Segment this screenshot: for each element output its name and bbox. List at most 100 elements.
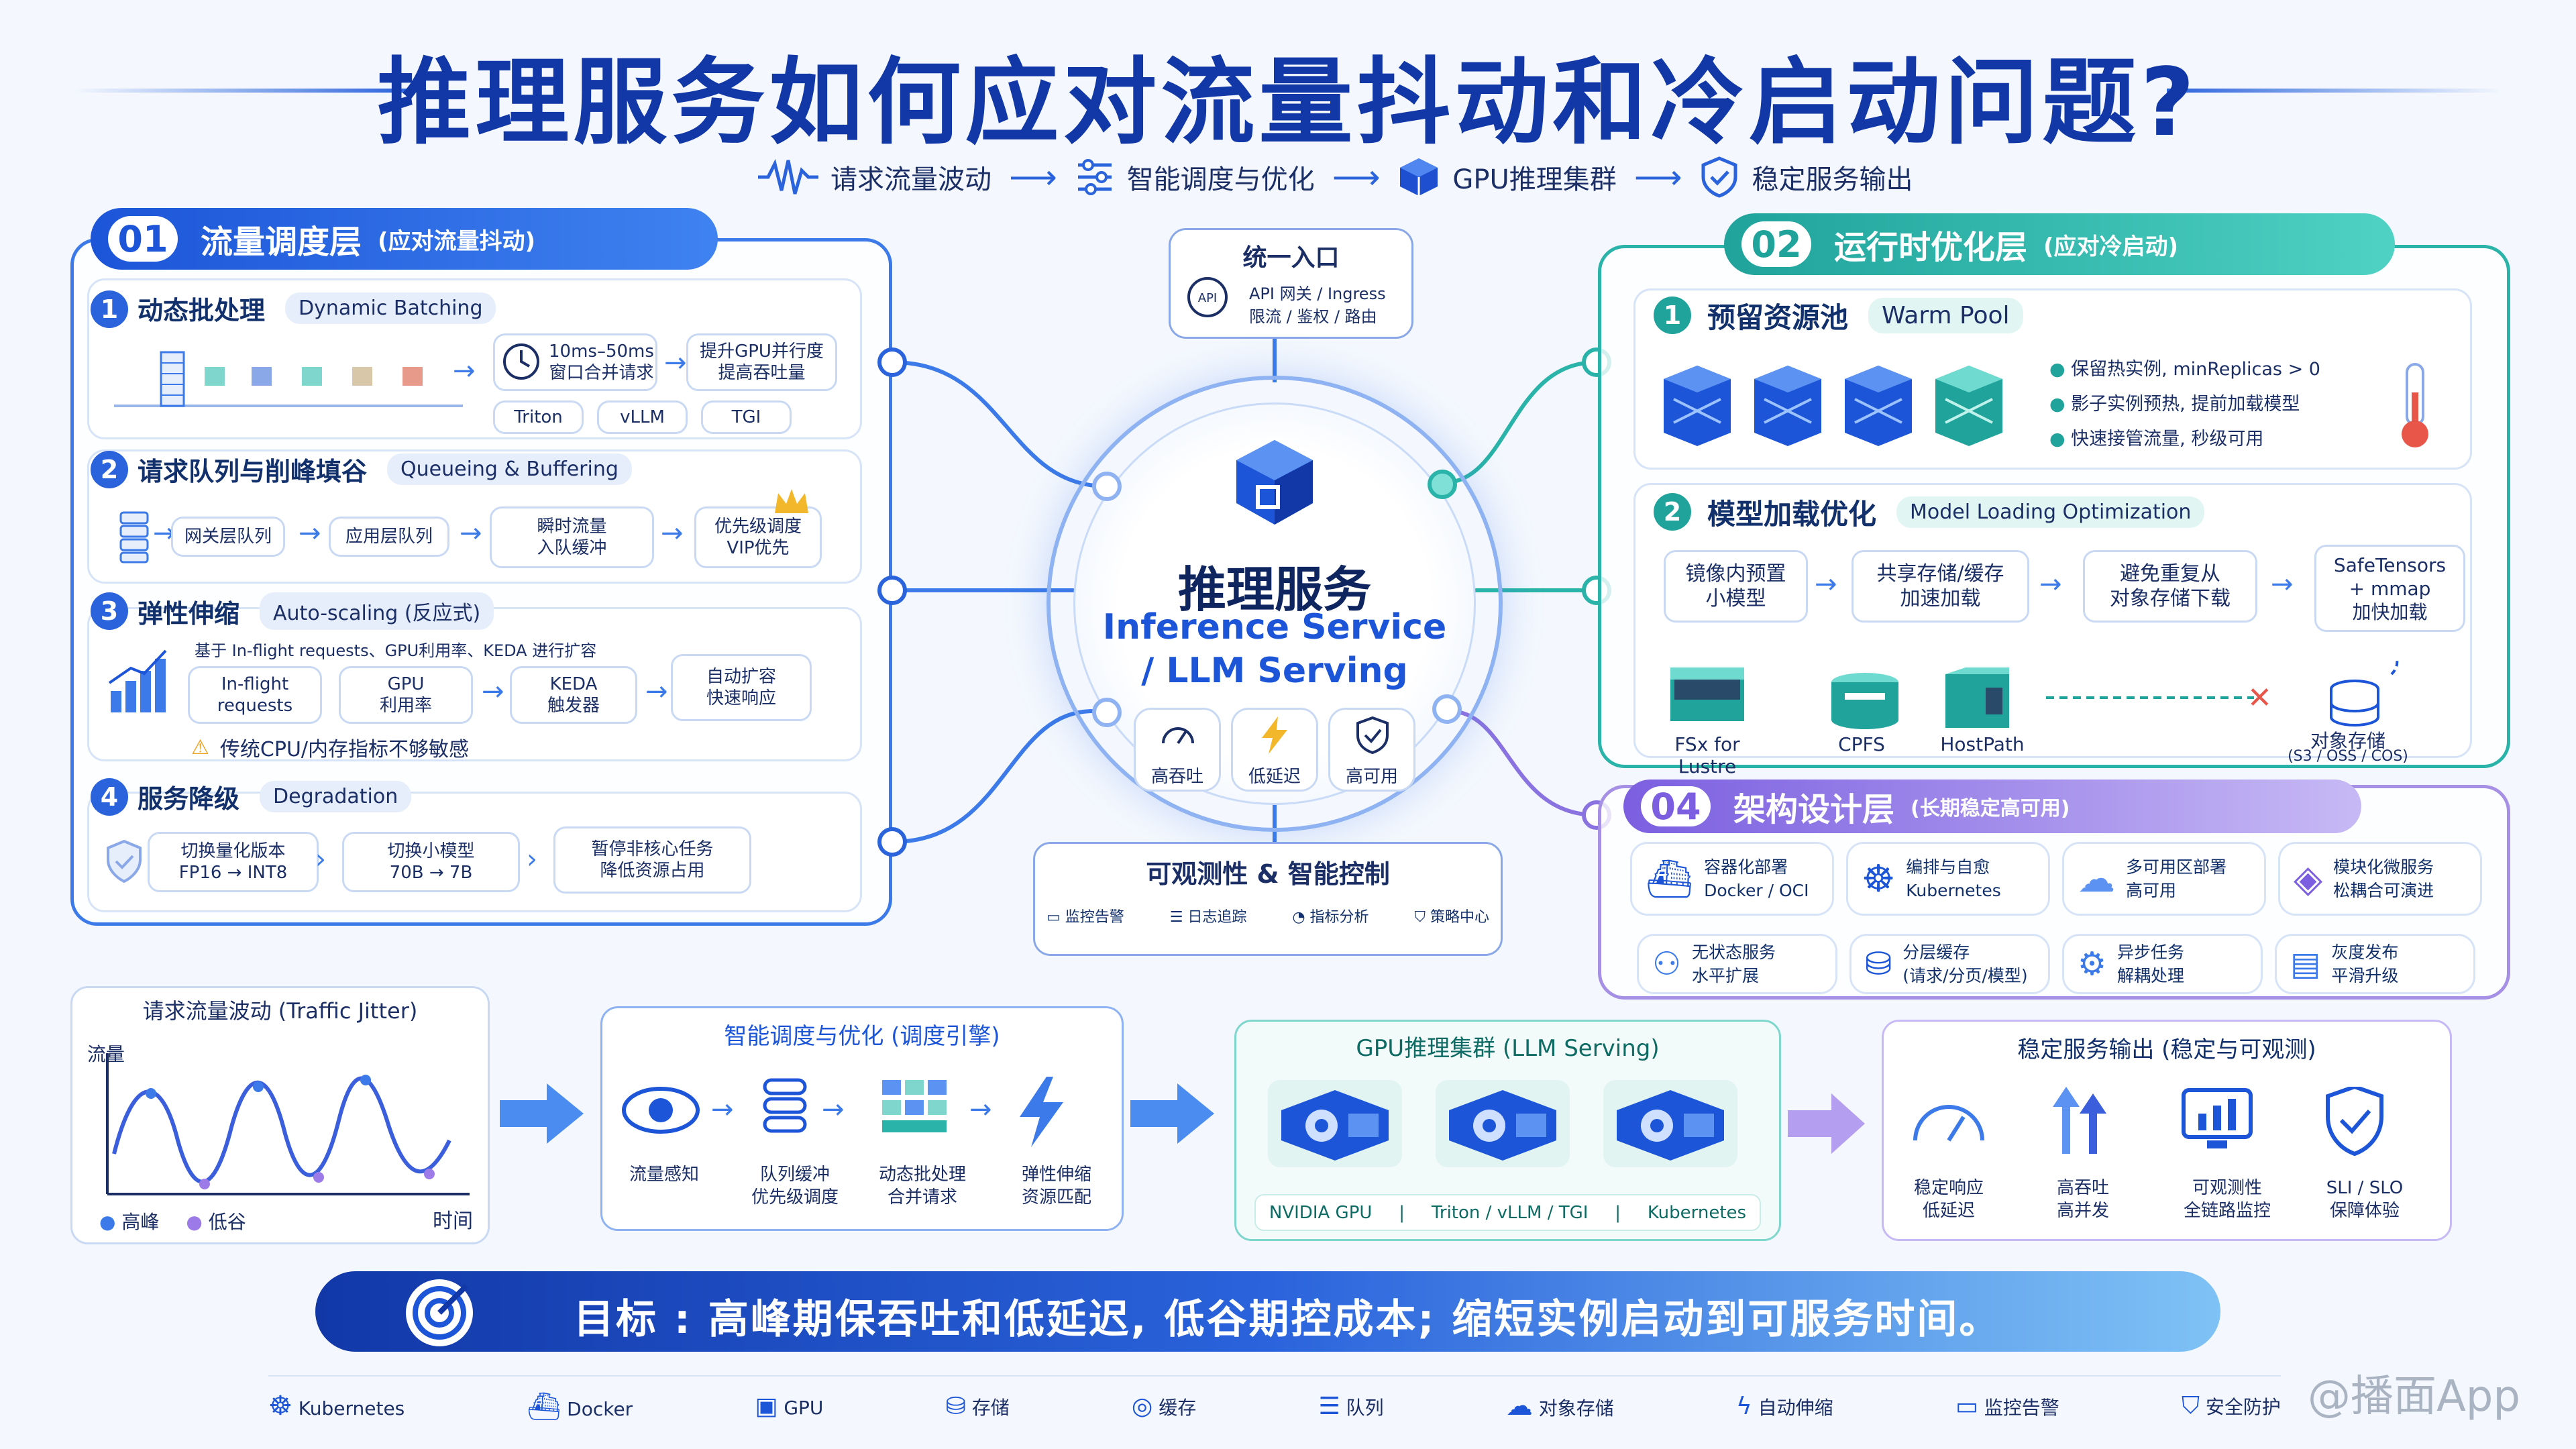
- observability-card: [1033, 842, 1503, 956]
- core-title-en: Inference Service: [1102, 607, 1447, 647]
- bullet-item: ● 快速接管流量, 秒级可用: [2049, 422, 2320, 457]
- gpu-tag: Triton / vLLM / TGI: [1431, 1202, 1589, 1223]
- shield-check-icon: [1356, 716, 1389, 755]
- step-number-badge: 1: [91, 290, 128, 328]
- section-title: 流量调度层: [201, 223, 362, 261]
- stable-output-title: 稳定服务输出 (稳定与可观测): [2017, 1036, 2316, 1063]
- svg-text:→: →: [822, 1094, 845, 1125]
- tag-tgi: TGI: [701, 400, 792, 434]
- arch-item-title: 多可用区部署: [2126, 857, 2227, 877]
- footer-label: 监控告警: [1984, 1396, 2059, 1419]
- arrow-right-icon: ⟶: [1633, 158, 1682, 197]
- flow-step-label: 请求流量波动: [830, 164, 991, 195]
- footer-label: 缓存: [1159, 1396, 1197, 1419]
- cloud-icon: ☁: [2078, 857, 2115, 901]
- arrow-right-icon: ⟶: [1332, 158, 1381, 197]
- burst-buffer-chip: 瞬时流量 入队缓冲: [490, 506, 654, 568]
- connector-node: [877, 347, 907, 377]
- footer-label: 安全防护: [2205, 1396, 2281, 1418]
- docker-whale-icon: ⛴: [1646, 857, 1694, 901]
- section-header-02: 02 运行时优化层 (应对冷启动): [1724, 213, 2395, 275]
- bullet-text: 保留热实例, minReplicas > 0: [2071, 359, 2320, 380]
- arch-item-title: 异步任务: [2117, 943, 2185, 962]
- gpu-cards-icon: [1268, 1080, 1737, 1167]
- core-outer-ring: [1046, 376, 1503, 832]
- gpu-tag: Kubernetes: [1647, 1202, 1747, 1223]
- footer-item-cache: ◎ 缓存: [1132, 1393, 1196, 1420]
- section-subtitle: (应对流量抖动): [378, 227, 536, 255]
- thermometer-icon: [2402, 363, 2428, 447]
- connector-node: [877, 827, 907, 857]
- watermark: @播面App: [2308, 1372, 2521, 1421]
- keda-chip: KEDA 触发器: [510, 666, 637, 724]
- arch-item-sub: 高可用: [2126, 881, 2177, 900]
- footer-label: 对象存储: [1538, 1397, 1614, 1419]
- stable-item-slo: SLI / SLO 保障体验: [2311, 1177, 2418, 1223]
- connector-node: [1432, 694, 1462, 724]
- arch-row-2: ⚇无状态服务水平扩展 ⛁分层缓存(请求/分页/模型) ⚙异步任务解耦处理 ▤灰度…: [1637, 934, 2475, 994]
- unified-entry-card: [1169, 228, 1413, 339]
- goal-banner: [315, 1271, 2220, 1352]
- section-subtitle: (长期稳定高可用): [1911, 797, 2070, 820]
- section-header-04: 04 架构设计层 (长期稳定高可用): [1623, 780, 2361, 833]
- arch-item-sub: 解耦处理: [2117, 966, 2185, 985]
- step-number-badge: 1: [1654, 297, 1691, 334]
- stable-output-card: [1882, 1020, 2452, 1241]
- policy-tool: ⛉ 策略中心: [1414, 909, 1489, 926]
- subsection-title: 请求队列与削峰填谷: [138, 457, 368, 486]
- kpi-label: 低延迟: [1248, 767, 1301, 787]
- entry-line-1: API 网关 / Ingress: [1249, 284, 1386, 303]
- arch-item-canary: ▤灰度发布平滑升级: [2275, 934, 2475, 994]
- arrow-right-icon: →: [2271, 569, 2294, 600]
- target-icon: [406, 1279, 473, 1346]
- core-title-en2: / LLM Serving: [1141, 651, 1408, 691]
- sched-item-awareness: 流量感知: [614, 1164, 714, 1187]
- arch-item-title: 编排与自愈: [1906, 857, 1990, 877]
- subsection-en-title: Warm Pool: [1868, 298, 2023, 333]
- arch-item-stateless: ⚇无状态服务水平扩展: [1637, 934, 1837, 994]
- flow-step-label: 稳定服务输出: [1752, 164, 1913, 195]
- big-arrow-icon: [1788, 1093, 1865, 1154]
- gateway-queue-chip: 网关层队列: [171, 517, 285, 557]
- flow-step-stable: 稳定服务输出: [1699, 156, 1913, 199]
- arrow-right-icon: →: [1815, 569, 1837, 600]
- kpi-label: 高可用: [1345, 767, 1398, 787]
- footer-label: 队列: [1346, 1396, 1384, 1419]
- page-title: 推理服务如何应对流量抖动和冷启动问题?: [377, 48, 2199, 158]
- lightning-icon: [1262, 716, 1287, 754]
- scheduling-icons: → → →: [622, 1077, 1063, 1147]
- avoid-download-chip: 避免重复从 对象存储下载: [2083, 550, 2257, 623]
- stack-icon: [119, 511, 149, 564]
- robot-icon: ⚙: [2078, 945, 2107, 983]
- sched-item-label: 流量感知: [629, 1165, 699, 1185]
- arrow-right-icon: →: [664, 347, 687, 378]
- sched-item-label: 弹性伸缩 资源匹配: [1021, 1165, 1091, 1208]
- footer-item-object-storage: ☁ 对象存储: [1506, 1391, 1614, 1421]
- scheduling-engine-card: [600, 1006, 1124, 1231]
- arch-item-sub: 平滑升级: [2331, 966, 2399, 985]
- bullet-item: ● 保留热实例, minReplicas > 0: [2049, 352, 2320, 387]
- check-icon: ●: [2049, 394, 2065, 415]
- footer-label: GPU: [784, 1396, 824, 1419]
- stable-icons: [1913, 1087, 2383, 1157]
- traffic-wave-chart: [106, 1053, 470, 1195]
- arrow-right-icon: →: [661, 518, 684, 549]
- subsection-en-title: Degradation: [260, 781, 412, 812]
- arrow-right-icon: ›: [527, 844, 537, 875]
- arrow-right-icon: →: [2039, 569, 2062, 600]
- lightning-icon: ϟ: [1735, 1392, 1752, 1420]
- tool-label: 指标分析: [1309, 909, 1369, 926]
- network-icon: ⚇: [1652, 945, 1682, 983]
- footer-label: 存储: [971, 1396, 1010, 1419]
- check-icon: ●: [2049, 429, 2065, 449]
- arch-item-title: 灰度发布: [2331, 943, 2399, 962]
- section-title: 架构设计层: [1733, 791, 1895, 828]
- traffic-chart-title: 请求流量波动 (Traffic Jitter): [142, 998, 418, 1024]
- footer-label: 自动伸缩: [1758, 1396, 1833, 1419]
- shared-storage-chip: 共享存储/缓存 加速加载: [1851, 550, 2029, 623]
- priority-chip: 优先级调度 VIP优先: [694, 506, 822, 568]
- store-label: HostPath: [1940, 733, 2025, 755]
